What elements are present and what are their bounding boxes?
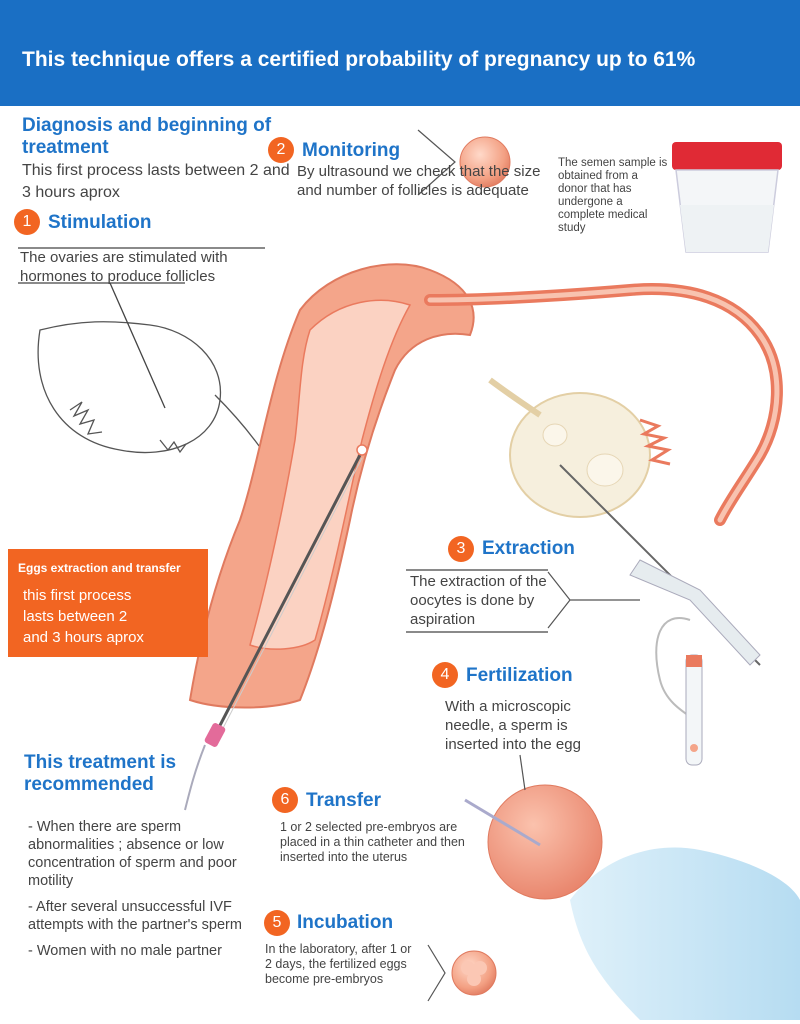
extraction-info-box: Eggs extraction and transfer this first … bbox=[8, 549, 208, 657]
step-6-text: 1 or 2 selected pre-embryos are placed i… bbox=[280, 820, 465, 864]
step-2-text: By ultrasound we check that the size and… bbox=[297, 163, 541, 199]
uterus bbox=[188, 263, 783, 709]
extraction-needle bbox=[559, 464, 761, 766]
step-3-text: The extraction of the oocytes is done by… bbox=[410, 573, 547, 628]
step-4-title: Fertilization bbox=[466, 665, 573, 686]
right-ovary bbox=[488, 377, 672, 518]
recommended-item: - When there are sperm abnormalities ; a… bbox=[28, 819, 237, 889]
recommended-list: - When there are sperm abnormalities ; a… bbox=[28, 818, 258, 968]
semen-note: The semen sample is obtained from a dono… bbox=[558, 157, 668, 234]
step-2-badge: 2 bbox=[268, 137, 294, 163]
step-3-badge: 3 bbox=[448, 536, 474, 562]
step-5-title: Incubation bbox=[297, 912, 394, 933]
step-5-text: In the laboratory, after 1 or 2 days, th… bbox=[265, 942, 412, 986]
extraction-bracket bbox=[547, 571, 640, 629]
step-6-title: Transfer bbox=[306, 790, 381, 811]
left-ovary-outline bbox=[18, 282, 276, 471]
extraction-box-title: Eggs extraction and transfer bbox=[18, 561, 181, 575]
header-banner: This technique offers a certified probab… bbox=[0, 0, 800, 106]
transfer-catheter bbox=[184, 444, 368, 811]
semen-cup-icon bbox=[672, 142, 782, 253]
step-5-badge: 5 bbox=[264, 910, 290, 936]
petri-dish bbox=[570, 847, 800, 1020]
monitoring-bracket bbox=[417, 129, 456, 196]
step-4-badge: 4 bbox=[432, 662, 458, 688]
extraction-box-text: this first process lasts between 2 and 3… bbox=[23, 587, 144, 646]
recommended-title: This treatment is recommended bbox=[24, 752, 177, 795]
fertilization-egg bbox=[464, 754, 603, 900]
recommended-item: - After several unsuccessful IVF attempt… bbox=[28, 899, 242, 933]
step-2-title: Monitoring bbox=[302, 140, 401, 161]
follicle-icon bbox=[459, 136, 511, 188]
recommended-item: - Women with no male partner bbox=[28, 943, 222, 959]
step-1-badge: 1 bbox=[14, 209, 40, 235]
diagnosis-text: This first process lasts between 2 and 3… bbox=[22, 162, 290, 201]
step-1-text: The ovaries are stimulated with hormones… bbox=[20, 249, 228, 285]
diagnosis-title: Diagnosis and beginning of treatment bbox=[22, 115, 272, 158]
banner-title: This technique offers a certified probab… bbox=[22, 48, 696, 71]
step-6-badge: 6 bbox=[272, 787, 298, 813]
step-4-text: With a microscopic needle, a sperm is in… bbox=[445, 698, 581, 753]
step-1-title: Stimulation bbox=[48, 212, 152, 233]
pre-embryo-icon bbox=[427, 944, 497, 1002]
step-3-title: Extraction bbox=[482, 538, 575, 559]
